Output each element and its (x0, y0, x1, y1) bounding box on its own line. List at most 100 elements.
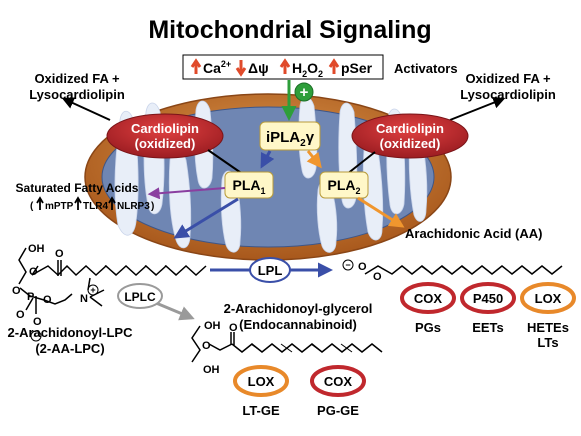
bottom-lox-badge: LOX LT-GE (233, 365, 289, 418)
svg-text:H2O2: H2O2 (292, 60, 323, 79)
svg-text:Lysocardiolipin: Lysocardiolipin (460, 87, 556, 102)
activators-label: Activators (394, 61, 458, 76)
svg-text:(: ( (30, 201, 34, 212)
activators-box: Ca2+ Δψ H2O2 pSer (182, 54, 384, 80)
ipla-to-pla1-arrow (260, 150, 275, 169)
svg-text:Ca2+: Ca2+ (203, 59, 231, 76)
activator-delta-psi: Δψ (235, 60, 269, 77)
svg-text:O: O (16, 309, 25, 321)
svg-text:Saturated Fatty Acids: Saturated Fatty Acids (16, 181, 139, 195)
svg-text:O: O (202, 340, 211, 352)
svg-text:iPLA2γ: iPLA2γ (266, 129, 315, 149)
svg-text:mPTP: mPTP (45, 201, 74, 212)
svg-text:LPL: LPL (258, 263, 283, 278)
bottom-enzyme-name: LOX (248, 374, 275, 389)
top-enzyme-product2: LTs (537, 335, 558, 350)
svg-text:P: P (27, 291, 34, 303)
lpl-arrow: LPL (210, 257, 333, 283)
top-enzyme-product: HETEs (527, 320, 569, 335)
svg-text:O: O (358, 261, 367, 273)
top-enzyme-name: COX (414, 291, 443, 306)
top-enzyme-product: EETs (472, 320, 504, 335)
cardiolipin-left: Cardiolipin (oxidized) (106, 113, 224, 159)
top-enzyme-name: P450 (473, 291, 503, 306)
activator-pser: pSer (328, 58, 373, 76)
svg-text:): ) (151, 201, 154, 212)
ag-label: 2-Arachidonoyl-glycerol (Endocannabinoid… (224, 301, 373, 332)
bottom-enzyme-product: LT-GE (242, 403, 280, 418)
svg-text:O: O (29, 266, 38, 278)
svg-text:(Endocannabinoid): (Endocannabinoid) (239, 317, 357, 332)
svg-text:OH: OH (203, 364, 220, 376)
svg-text:O: O (12, 285, 21, 297)
aa-lpc-label: 2-Arachidonoyl-LPC (2-AA-LPC) (8, 325, 134, 356)
svg-text:Cardiolipin: Cardiolipin (376, 121, 444, 136)
svg-text:2-Arachidonoyl-LPC: 2-Arachidonoyl-LPC (8, 325, 134, 340)
svg-text:(oxidized): (oxidized) (135, 136, 196, 151)
activation-plus-icon: + (300, 84, 309, 101)
svg-text:O: O (43, 294, 52, 306)
top-cox-badge: COX PGs (400, 282, 456, 335)
svg-text:NLRP3: NLRP3 (117, 201, 150, 212)
arachidonate-atoms: O O (358, 261, 382, 283)
enzymes-bottom: LOX LT-GE COX PG-GE (233, 365, 366, 418)
aa-o-minus-sign: − (345, 260, 350, 270)
top-enzyme-name: LOX (535, 291, 562, 306)
bottom-enzyme-product: PG-GE (317, 403, 359, 418)
bottom-cox-badge: COX PG-GE (310, 365, 366, 418)
pla2-box: PLA2 (319, 171, 369, 199)
svg-text:O: O (55, 248, 64, 260)
svg-text:2-Arachidonoyl-glycerol: 2-Arachidonoyl-glycerol (224, 301, 373, 316)
lpc-o-minus-icon (30, 330, 42, 342)
ipla2-gamma-box: iPLA2γ (259, 121, 321, 151)
aa-lpc-molecule (18, 247, 207, 314)
oxidized-fa-left: Oxidized FA + Lysocardiolipin (29, 71, 125, 102)
aa-o-minus-icon (342, 259, 354, 271)
svg-text:(oxidized): (oxidized) (380, 136, 441, 151)
activator-h2o2: H2O2 (279, 58, 323, 79)
svg-text:Oxidized FA +: Oxidized FA + (465, 71, 551, 86)
svg-text:PLA2: PLA2 (327, 177, 360, 196)
svg-text:Cardiolipin: Cardiolipin (131, 121, 199, 136)
oxidized-fa-right: Oxidized FA + Lysocardiolipin (460, 71, 556, 102)
arachidonic-acid-label: Arachidonic Acid (AA) (405, 226, 542, 241)
lplc-arrow: LPLC (117, 283, 195, 321)
svg-text:Lysocardiolipin: Lysocardiolipin (29, 87, 125, 102)
activation-arrow: + (281, 80, 314, 121)
top-enzyme-product: PGs (415, 320, 441, 335)
lpc-o-minus-sign: − (33, 331, 38, 341)
svg-text:TLR4: TLR4 (83, 201, 108, 212)
saturated-fatty-acids: Saturated Fatty Acids ( mPTP TLR4 NLRP3 … (16, 181, 155, 212)
lpc-methyls (87, 277, 105, 307)
arrow-to-oxidized-right (449, 96, 506, 121)
cardiolipin-right: Cardiolipin (oxidized) (351, 113, 469, 159)
svg-text:O: O (373, 271, 382, 283)
svg-text:OH: OH (28, 243, 45, 255)
activator-ca: Ca2+ (190, 58, 231, 76)
pla1-to-lpc-arrow (173, 197, 239, 239)
svg-text:LPLC: LPLC (124, 290, 156, 304)
svg-text:O: O (229, 322, 238, 334)
arrow-to-oxidized-left (61, 97, 111, 121)
pla1-box: PLA1 (224, 171, 274, 199)
ag-atoms: OH O O OH (202, 320, 238, 376)
bottom-enzyme-name: COX (324, 374, 353, 389)
svg-text:N: N (80, 293, 88, 305)
aa-lpc-atoms: OH O O O P O O O N (12, 243, 88, 328)
svg-text:O: O (33, 316, 42, 328)
pla1-to-saturated-arrow (147, 187, 226, 200)
svg-text:pSer: pSer (341, 60, 373, 76)
ag-molecule (191, 325, 383, 363)
pla2-to-aa-arrow (357, 196, 405, 228)
diagram-title: Mitochondrial Signaling (148, 16, 431, 44)
svg-text:Oxidized FA +: Oxidized FA + (34, 71, 120, 86)
lpc-n-plus-sign: + (90, 285, 95, 295)
ipla-to-pla2-arrow (306, 150, 322, 169)
svg-text:Δψ: Δψ (248, 60, 269, 76)
arachidonate-molecule (364, 265, 563, 275)
svg-text:(2-AA-LPC): (2-AA-LPC) (35, 341, 104, 356)
